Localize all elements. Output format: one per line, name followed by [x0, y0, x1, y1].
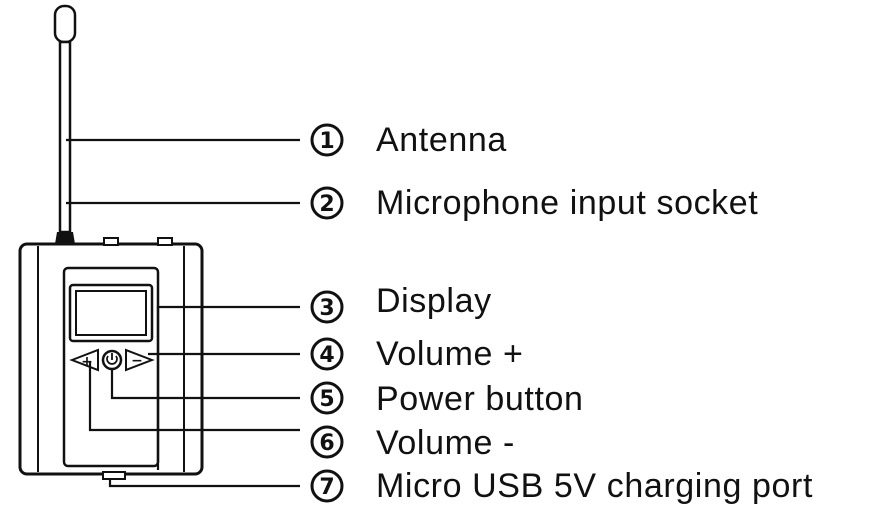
volume-minus-button: −: [125, 348, 155, 372]
label-volume-minus: Volume -: [376, 424, 515, 462]
label-volume-plus: Volume +: [376, 335, 524, 373]
label-antenna: Antenna: [376, 121, 507, 159]
label-microphone-input-socket: Microphone input socket: [376, 184, 758, 222]
label-display: Display: [376, 282, 492, 320]
callout-number-3: 3: [310, 290, 344, 324]
callout-number-4: 4: [310, 337, 344, 371]
plus-symbol: +: [81, 354, 93, 370]
svg-text:7: 7: [319, 475, 334, 500]
callout-number-2: 2: [310, 186, 344, 220]
callout-number-6: 6: [310, 425, 344, 459]
svg-text:6: 6: [319, 431, 334, 456]
power-button: [101, 349, 123, 371]
svg-text:5: 5: [319, 387, 334, 412]
leader-lines: [66, 138, 300, 488]
volume-plus-button: +: [69, 348, 99, 372]
callout-number-1: 1: [310, 123, 344, 157]
minus-symbol: −: [131, 353, 143, 369]
label-micro-usb-charging-port: Micro USB 5V charging port: [376, 467, 813, 505]
callout-number-7: 7: [310, 469, 344, 503]
label-power-button: Power button: [376, 380, 584, 418]
callout-number-5: 5: [310, 381, 344, 415]
svg-text:3: 3: [319, 296, 334, 321]
svg-text:4: 4: [319, 343, 334, 368]
svg-text:2: 2: [319, 192, 334, 217]
display-screen: [68, 283, 154, 343]
svg-text:1: 1: [319, 129, 334, 154]
antenna: [53, 4, 77, 244]
